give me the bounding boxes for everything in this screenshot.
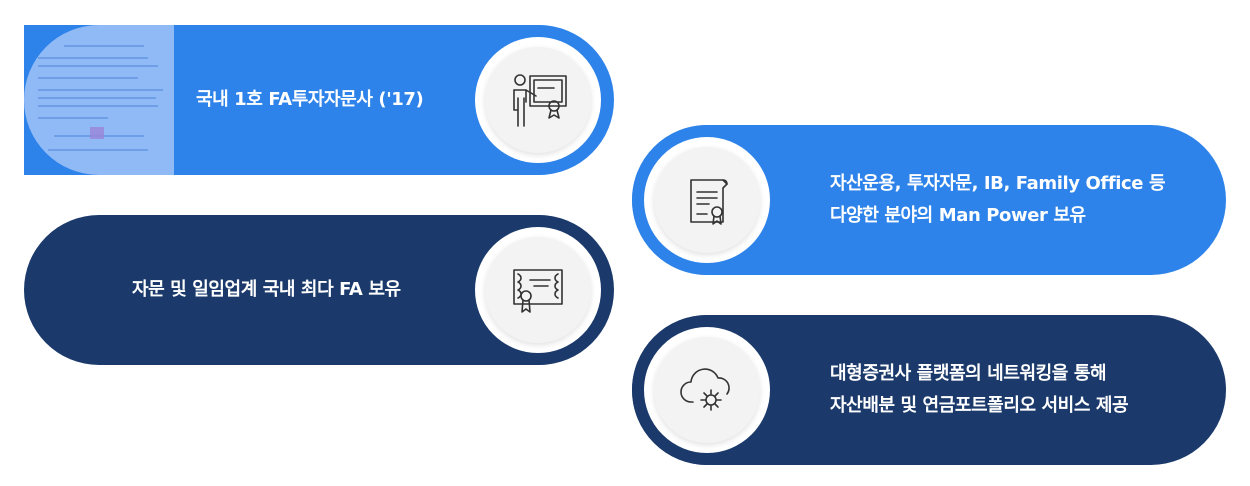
certificate-document-image <box>24 25 174 175</box>
feature-text: 자산운용, 투자자문, IB, Family Office 등 다양한 분야의 … <box>830 125 1166 275</box>
cloud-gear-icon <box>680 368 730 411</box>
feature-text: 자문 및 일임업계 국내 최다 FA 보유 <box>132 215 401 365</box>
feature-line: 자문 및 일임업계 국내 최다 FA 보유 <box>132 279 401 300</box>
feature-text: 대형증권사 플랫폼의 네트워킹을 통해 자산배분 및 연금포트폴리오 서비스 제… <box>830 315 1129 465</box>
feature-line: 대형증권사 플랫폼의 네트워킹을 통해 <box>830 363 1107 384</box>
presentation-certificate-icon <box>513 74 567 127</box>
feature-line: 자산배분 및 연금포트폴리오 서비스 제공 <box>830 395 1129 416</box>
feature-text: 국내 1호 FA투자자문사 ('17) <box>196 25 424 175</box>
feature-line: 국내 1호 FA투자자문사 ('17) <box>196 89 424 110</box>
diploma-certificate-icon <box>513 269 563 313</box>
feature-line: 자산운용, 투자자문, IB, Family Office 등 <box>830 173 1166 194</box>
feature-icon-circle <box>632 125 782 275</box>
document-certificate-icon <box>690 179 728 225</box>
feature-icon-circle <box>632 315 782 465</box>
feature-line: 다양한 분야의 Man Power 보유 <box>830 205 1086 226</box>
feature-icon-circle <box>463 25 613 175</box>
feature-icon-circle <box>463 215 613 365</box>
